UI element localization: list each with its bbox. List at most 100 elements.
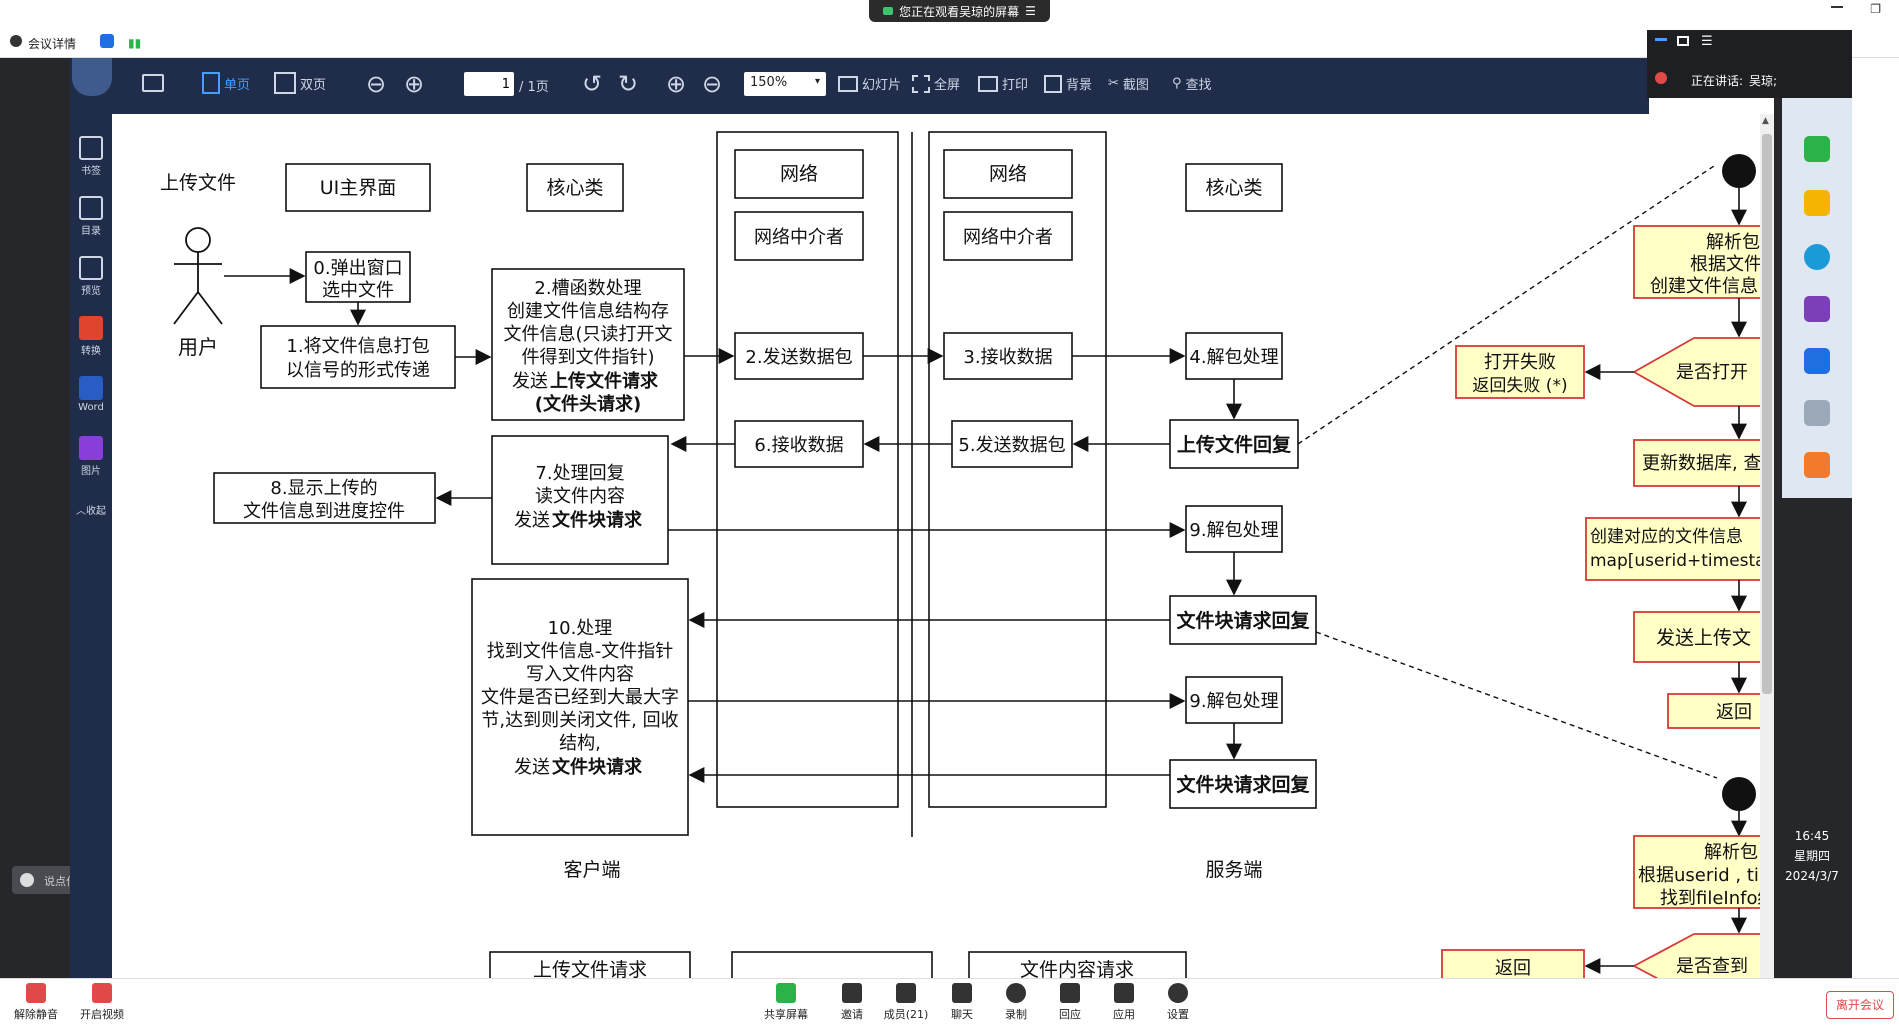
- flow-update: 更新数据库, 查: [1642, 453, 1761, 474]
- record-button[interactable]: 录制: [988, 983, 1044, 1022]
- step10-line2: 找到文件信息-文件指针: [487, 641, 674, 662]
- unmute-button[interactable]: 解除静音: [8, 983, 64, 1022]
- single-page-icon: [202, 72, 220, 94]
- rotate-left-icon: ↺: [582, 70, 603, 98]
- step2-line2: 创建文件信息结构存: [507, 301, 669, 322]
- edge-icon[interactable]: [1804, 244, 1830, 270]
- scrollbar-thumb[interactable]: [1762, 134, 1772, 694]
- minimize-panel-icon[interactable]: [1655, 38, 1667, 41]
- open-folder-button[interactable]: [142, 74, 164, 92]
- signal-icon[interactable]: ▮▮: [128, 36, 142, 50]
- page-number-input[interactable]: [464, 72, 514, 96]
- client-label: 客户端: [563, 859, 620, 881]
- word-icon: [79, 376, 103, 400]
- print-button[interactable]: 打印: [978, 74, 1028, 93]
- apps-button[interactable]: 应用: [1096, 983, 1152, 1022]
- pdf-reader-icon[interactable]: [1804, 452, 1830, 478]
- sidebar-item-word[interactable]: Word: [70, 376, 112, 413]
- mediator-a: 网络中介者: [754, 227, 844, 248]
- bottom-box-1-label: 上传文件请求: [533, 959, 647, 978]
- background-button[interactable]: 背景: [1044, 74, 1092, 93]
- recv-pkg: 3.接收数据: [963, 347, 1052, 368]
- block-reply-b-box: [1169, 759, 1317, 809]
- taskbar-clock[interactable]: 16:45 星期四 2024/3/7: [1782, 826, 1842, 886]
- scroll-up-icon[interactable]: ▲: [1762, 116, 1769, 126]
- invite-button[interactable]: 邀请: [824, 983, 880, 1022]
- screenshot-button[interactable]: ✂截图: [1108, 76, 1149, 93]
- camera-icon: [883, 7, 894, 15]
- step7-line3a: 发送: [514, 510, 550, 531]
- reactions-button[interactable]: 回应: [1042, 983, 1098, 1022]
- gallery-view-icon[interactable]: [1677, 36, 1689, 46]
- flow-fail-l2: 返回失败 (*): [1472, 376, 1567, 396]
- meeting-details-link[interactable]: 会议详情: [28, 37, 77, 51]
- unpack4: 4.解包处理: [1189, 347, 1278, 368]
- flow-parse1-box: [1633, 225, 1762, 299]
- sequence-diagram: 上传文件 UI主界面 核心类 网络 网络中介者 网络 网络中介者 核心类 用户 …: [160, 131, 1762, 978]
- preview-icon: [79, 256, 103, 280]
- invite-icon: [842, 983, 862, 1003]
- meeting-controls: 解除静音 开启视频 共享屏幕 邀请 成员(21) 聊天 录制 回应 应用 设置 …: [0, 978, 1899, 1030]
- flow-create-box: [1585, 517, 1762, 581]
- sidebar-item-image[interactable]: 图片: [70, 436, 112, 477]
- sidebar-item-convert[interactable]: 转换: [70, 316, 112, 357]
- start-video-button[interactable]: 开启视频: [74, 983, 130, 1022]
- file-explorer-icon[interactable]: [1804, 190, 1830, 216]
- sidebar-item-preview[interactable]: 预览: [70, 256, 112, 297]
- step2-line5a: 发送: [512, 371, 548, 392]
- flow-return2: 返回: [1495, 958, 1531, 978]
- settings-button[interactable]: 设置: [1150, 983, 1206, 1022]
- double-page-button[interactable]: 双页: [274, 72, 326, 94]
- zoom-in-button[interactable]: ⊕: [666, 70, 686, 98]
- chat-button[interactable]: 聊天: [934, 983, 990, 1022]
- rotate-right-button[interactable]: ↻: [618, 70, 638, 98]
- share-screen-button[interactable]: 共享屏幕: [758, 983, 814, 1022]
- next-page-button[interactable]: ⊕: [404, 70, 424, 98]
- shield-icon[interactable]: [100, 34, 114, 48]
- monitor-icon[interactable]: [1804, 400, 1830, 426]
- emoji-icon[interactable]: [20, 873, 34, 887]
- core-header-server: 核心类: [1205, 177, 1262, 199]
- step8-box: [213, 472, 436, 524]
- double-page-icon: [274, 72, 296, 94]
- list-view-icon[interactable]: ☰: [1701, 34, 1713, 49]
- zoom-select[interactable]: 150%▾: [744, 72, 826, 96]
- chevron-down-icon: ▾: [814, 76, 820, 87]
- background-icon: [1044, 74, 1062, 93]
- members-button[interactable]: 成员(21): [878, 983, 934, 1022]
- rotate-left-button[interactable]: ↺: [582, 70, 602, 98]
- vertical-scrollbar[interactable]: ▲: [1760, 114, 1774, 978]
- send-pkg: 2.发送数据包: [745, 347, 852, 368]
- sidebar-item-bookmark[interactable]: 书签: [70, 136, 112, 177]
- core-header-client: 核心类: [546, 177, 603, 199]
- folder-icon: [142, 74, 164, 92]
- qq-icon[interactable]: [1804, 136, 1830, 162]
- minimize-icon[interactable]: [1831, 6, 1843, 8]
- clock-date: 2024/3/7: [1785, 869, 1839, 883]
- panel-collapse-icon[interactable]: ⇥: [1861, 34, 1872, 49]
- speaker-panel: ☰ ⇥ 正在讲话: 吴琼;: [1647, 30, 1872, 98]
- share-screen-icon: [776, 983, 796, 1003]
- prev-page-button[interactable]: ⊖: [366, 70, 386, 98]
- single-page-button[interactable]: 单页: [202, 72, 250, 94]
- menu-icon[interactable]: ☰: [1025, 4, 1036, 18]
- step7-box: [491, 435, 669, 565]
- bottom-box-2: [731, 951, 933, 978]
- upload-reply-box: [1169, 419, 1299, 469]
- restore-icon[interactable]: ❐: [1870, 2, 1881, 16]
- mediator-b: 网络中介者: [963, 227, 1053, 248]
- leave-meeting-button[interactable]: 离开会议: [1826, 991, 1894, 1019]
- flow-create-l2: map[userid+timestar: [1590, 551, 1762, 571]
- onenote-icon[interactable]: [1804, 296, 1830, 322]
- zoom-out-button[interactable]: ⊖: [702, 70, 722, 98]
- meeting-app-icon[interactable]: [1804, 348, 1830, 374]
- dashed-link-1: [1297, 163, 1718, 445]
- find-button[interactable]: ⚲查找: [1172, 76, 1212, 93]
- step10-line4: 文件是否已经到大最大字: [481, 687, 679, 708]
- step10-line5: 节,达到则关闭文件, 回收: [481, 710, 678, 731]
- fullscreen-button[interactable]: 全屏: [912, 74, 960, 93]
- sidebar-item-toc[interactable]: 目录: [70, 196, 112, 237]
- slideshow-button[interactable]: 幻灯片: [838, 74, 901, 93]
- step1-line2: 以信号的形式传递: [286, 360, 430, 381]
- sidebar-collapse[interactable]: ︿收起: [76, 506, 106, 517]
